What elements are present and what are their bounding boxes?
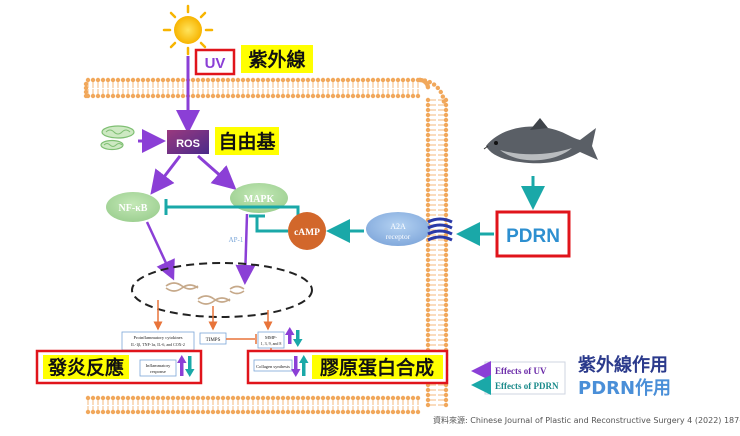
- cytokines-line1: Proinflammatory cytokines: [133, 335, 182, 340]
- legend: Effects of UV Effects of PDRN 紫外線作用 PDRN…: [471, 354, 671, 399]
- camp-inhibits-mapk: [249, 214, 288, 233]
- cell-membrane: [83, 77, 449, 415]
- collagen-up-down-arrows: [291, 355, 309, 377]
- legend-pdrn-zh: PDRN作用: [578, 377, 671, 399]
- receptor-sub-label: receptor: [386, 232, 411, 241]
- membrane-receptor-icon: [427, 217, 453, 242]
- camp-label: cAMP: [294, 228, 320, 238]
- collagen-zh-highlight: [312, 355, 443, 379]
- cytokines-line2: IL-1β, TNF-1α, IL-6, and COX-2: [131, 342, 185, 348]
- ros-zh-highlight: [215, 127, 279, 155]
- legend-box: [484, 361, 566, 395]
- uv-zh-highlight: [241, 45, 313, 73]
- inflammation-zh-highlight: [43, 355, 129, 379]
- ap1-label: AP-1: [229, 236, 244, 244]
- collagen-synthesis-label: Collagen synthesis: [256, 364, 290, 369]
- inflammatory-up-down-arrows: [177, 355, 195, 377]
- legend-uv-label: Effects of UV: [495, 366, 547, 376]
- pdrn-box: [495, 210, 571, 258]
- mmps-up-down-arrows: [285, 327, 303, 347]
- salmon-fish-icon: [483, 118, 598, 164]
- a2a-receptor-node: [366, 212, 430, 246]
- inflammatory-line2: response: [150, 369, 166, 374]
- ros-to-nfkb-arrow: [150, 155, 182, 195]
- mapk-to-nucleus-arrow: [235, 213, 256, 285]
- camp-node: [288, 212, 326, 250]
- mmps-line2: 1, 3, 9, and 8: [261, 341, 282, 347]
- sun-icon: [162, 4, 214, 56]
- collagen-zh-label: 膠原蛋白合成: [320, 356, 434, 379]
- collagen-synthesis-box: [253, 359, 293, 372]
- nucleus: [131, 262, 313, 318]
- mapk-label: MAPK: [244, 194, 275, 205]
- receptor-label: A2A: [390, 222, 406, 231]
- ros-to-mapk-arrow: [197, 154, 237, 190]
- nfkb-node: [106, 192, 160, 222]
- mmps-line1: MMP-: [265, 335, 278, 340]
- ros-zh-label: 自由基: [218, 130, 276, 153]
- timps-label: TIMPS: [206, 338, 221, 343]
- ros-label: ROS: [176, 138, 200, 150]
- legend-pdrn-label: Effects of PDRN: [495, 381, 559, 391]
- inflammation-zh-label: 發炎反應: [47, 356, 124, 379]
- inflammatory-response-box: [139, 359, 177, 377]
- inflammatory-line1: Inflammatory: [146, 363, 171, 368]
- ros-node: [167, 130, 209, 154]
- nfkb-label: NF-κB: [119, 203, 148, 214]
- pdrn-label: PDRN: [506, 226, 560, 247]
- mitochondria-icon: [100, 125, 135, 151]
- nfkb-to-nucleus-arrow: [145, 221, 175, 281]
- dna-strand-icons: [165, 282, 245, 305]
- uv-box: [194, 48, 236, 76]
- uv-zh-label: 紫外線: [248, 48, 305, 71]
- source-citation: 資料來源: Chinese Journal of Plastic and Rec…: [433, 415, 740, 425]
- uv-label: UV: [205, 55, 226, 72]
- legend-uv-zh: 紫外線作用: [578, 354, 668, 376]
